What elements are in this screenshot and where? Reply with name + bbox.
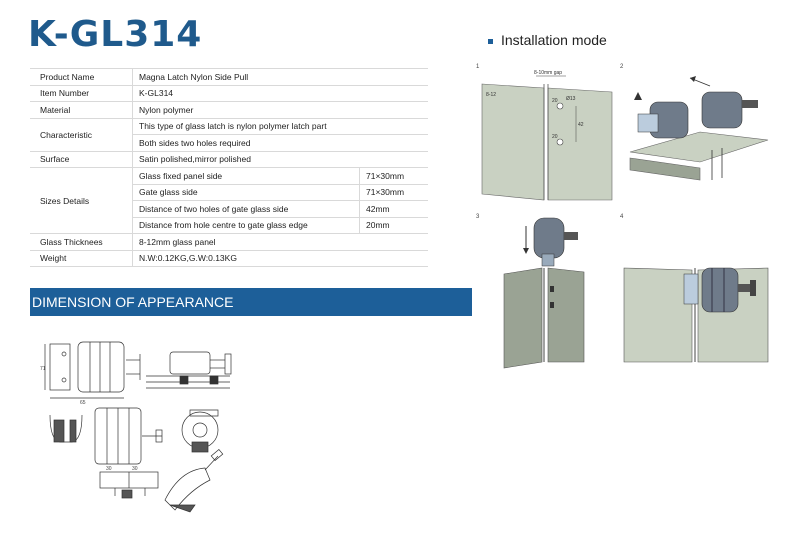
hole-label: Ø13 — [566, 96, 576, 102]
thickness-label: 8-12 — [486, 92, 496, 98]
table-row: Sizes Details Glass fixed panel side 71×… — [30, 167, 428, 234]
spec-label: Sizes Details — [30, 167, 133, 234]
spec-value: This type of glass latch is nylon polyme… — [132, 118, 428, 135]
spec-value: Both sides two holes required — [132, 134, 428, 152]
dim-label-71: 71 — [40, 366, 46, 372]
size-name: Distance from hole centre to gate glass … — [132, 217, 360, 234]
dimension-banner: DIMENSION OF APPEARANCE — [30, 288, 472, 316]
installation-step-2: 2 — [620, 64, 769, 181]
dim-label-65: 65 — [80, 400, 86, 406]
size-value: 71×30mm — [359, 167, 428, 185]
d2-label: 42 — [578, 122, 584, 128]
spec-value: 8-12mm glass panel — [132, 233, 428, 251]
spec-table: Product Name Magna Latch Nylon Side Pull… — [30, 68, 428, 267]
spec-label: Product Name — [30, 68, 133, 86]
size-name: Glass fixed panel side — [132, 167, 360, 185]
spec-value: Satin polished,mirror polished — [132, 151, 428, 168]
installation-heading-text: Installation mode — [501, 32, 607, 48]
spec-value: Magna Latch Nylon Side Pull — [132, 68, 428, 86]
size-value: 71×30mm — [359, 184, 428, 201]
installation-step-3: 3 — [476, 214, 585, 369]
table-row: Item Number K-GL314 — [30, 85, 428, 102]
table-row: Weight N.W:0.12KG,G.W:0.13KG — [30, 250, 428, 267]
spec-label: Material — [30, 101, 133, 119]
spec-label: Weight — [30, 250, 133, 267]
table-row: Distance from hole centre to gate glass … — [30, 217, 428, 234]
spec-value: Nylon polymer — [132, 101, 428, 119]
dim-label-30b: 30 — [132, 466, 138, 472]
size-name: Distance of two holes of gate glass side — [132, 200, 360, 218]
table-row: Characteristic This type of glass latch … — [30, 118, 428, 152]
step-number: 1 — [476, 64, 480, 70]
size-name: Gate glass side — [132, 184, 360, 201]
step-number: 4 — [620, 214, 624, 220]
installation-heading: Installation mode — [488, 32, 607, 48]
installation-step-1: 1 8-10mm gap 8-12 Ø13 20 42 20 — [476, 64, 613, 201]
table-row: Both sides two holes required — [30, 134, 428, 152]
installation-step-4: 4 — [620, 214, 769, 363]
table-row: Distance of two holes of gate glass side… — [30, 200, 428, 218]
spec-label: Characteristic — [30, 118, 133, 152]
spec-value: N.W:0.12KG,G.W:0.13KG — [132, 250, 428, 267]
table-row: Surface Satin polished,mirror polished — [30, 151, 428, 168]
table-row: Glass Thicknees 8-12mm glass panel — [30, 233, 428, 251]
step-number: 2 — [620, 64, 624, 70]
size-value: 42mm — [359, 200, 428, 218]
dim-label-30a: 30 — [106, 466, 112, 472]
table-row: Product Name Magna Latch Nylon Side Pull — [30, 68, 428, 86]
spec-label: Surface — [30, 151, 133, 168]
bullet-icon — [488, 38, 493, 44]
spec-label: Item Number — [30, 85, 133, 102]
gap-label: 8-10mm gap — [534, 70, 562, 76]
product-title: K-GL314 — [28, 14, 203, 55]
table-row: Gate glass side 71×30mm — [30, 184, 428, 201]
d1-label: 20 — [552, 98, 558, 104]
size-value: 20mm — [359, 217, 428, 234]
spec-label: Glass Thicknees — [30, 233, 133, 251]
d3-label: 20 — [552, 134, 558, 140]
step-number: 3 — [476, 214, 480, 220]
dimension-banner-text: DIMENSION OF APPEARANCE — [32, 294, 234, 310]
dimension-drawings: 65 71 30 30 — [40, 341, 232, 513]
table-row: Material Nylon polymer — [30, 101, 428, 119]
spec-value: K-GL314 — [132, 85, 428, 102]
